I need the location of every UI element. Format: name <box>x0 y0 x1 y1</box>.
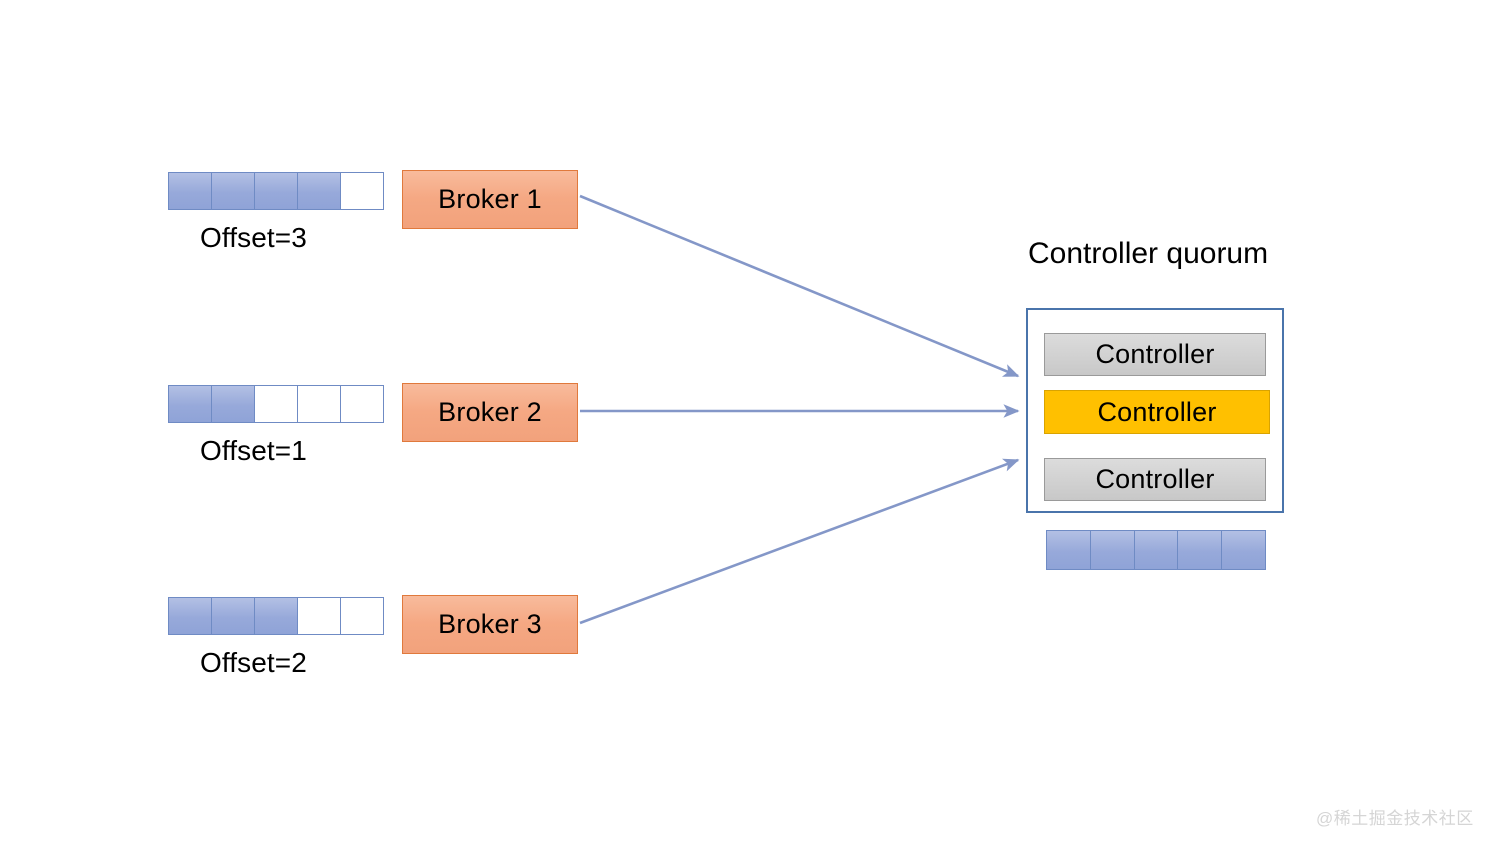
controller-2-label: Controller <box>1097 396 1217 427</box>
broker-2-box[interactable]: Broker 2 <box>402 383 578 442</box>
log-cell <box>211 385 255 423</box>
log-cell <box>297 172 341 210</box>
log-cell <box>340 385 384 423</box>
controller-2-chip[interactable]: Controller <box>1044 390 1270 434</box>
arrow-broker-1-to-quorum <box>579 194 1020 378</box>
arrow-broker-3-to-quorum <box>579 458 1020 625</box>
broker-1-log-bar <box>168 172 384 210</box>
log-cell <box>211 597 255 635</box>
watermark: @稀土掘金技术社区 <box>1316 809 1474 828</box>
log-cell <box>1046 530 1091 570</box>
log-cell <box>254 385 298 423</box>
broker-1-box[interactable]: Broker 1 <box>402 170 578 229</box>
log-cell <box>254 172 298 210</box>
quorum-log-bar <box>1046 530 1266 570</box>
log-cell <box>168 385 212 423</box>
log-cell <box>168 597 212 635</box>
log-cell <box>1089 530 1135 570</box>
controller-3-label: Controller <box>1095 464 1215 494</box>
broker-2-log-bar <box>168 385 384 423</box>
log-cell <box>168 172 212 210</box>
log-cell <box>1177 530 1223 570</box>
broker-3-label: Broker 3 <box>438 609 542 639</box>
log-cell <box>211 172 255 210</box>
log-cell <box>297 385 341 423</box>
log-cell <box>297 597 341 635</box>
controller-quorum-title: Controller quorum <box>1028 237 1269 270</box>
log-cell <box>340 172 384 210</box>
log-cell <box>1221 530 1266 570</box>
broker-3-offset-label: Offset=2 <box>200 647 307 678</box>
broker-3-log-bar <box>168 597 384 635</box>
controller-1-chip[interactable]: Controller <box>1044 333 1266 376</box>
broker-2-label: Broker 2 <box>438 397 542 427</box>
broker-3-box[interactable]: Broker 3 <box>402 595 578 654</box>
log-cell <box>340 597 384 635</box>
controller-1-label: Controller <box>1095 339 1215 369</box>
broker-1-label: Broker 1 <box>438 184 542 214</box>
log-cell <box>254 597 298 635</box>
broker-2-offset-label: Offset=1 <box>200 435 307 466</box>
controller-3-chip[interactable]: Controller <box>1044 458 1266 501</box>
log-cell <box>1133 530 1179 570</box>
broker-1-offset-label: Offset=3 <box>200 222 307 253</box>
